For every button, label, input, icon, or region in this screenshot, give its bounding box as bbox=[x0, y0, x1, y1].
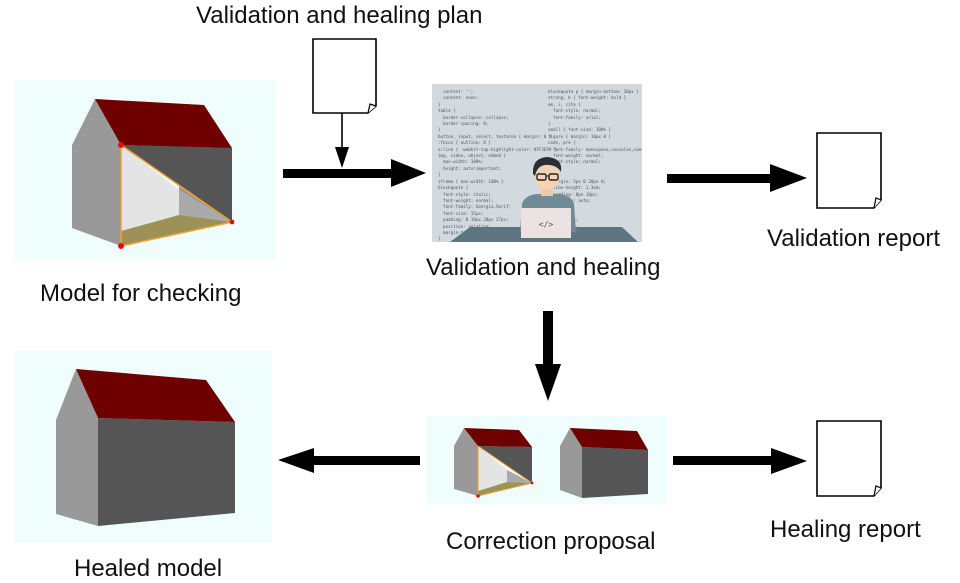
developer-illustration: </> bbox=[450, 157, 638, 242]
code-text-left: content: ''; content: none; } table { bo… bbox=[438, 89, 557, 242]
healed-model-label: Healed model bbox=[74, 555, 223, 582]
validation-healing-image: content: ''; content: none; } table { bo… bbox=[432, 84, 642, 242]
validation-report-icon bbox=[816, 132, 882, 209]
arrow-validation-to-correction bbox=[535, 311, 561, 401]
correction-proposal-label: Correction proposal bbox=[446, 528, 656, 555]
plan-title: Validation and healing plan bbox=[196, 2, 483, 29]
healed-house-model bbox=[56, 369, 235, 526]
error-vertex bbox=[229, 219, 235, 225]
arrow-model-to-validation bbox=[283, 159, 426, 187]
validation-report-label: Validation report bbox=[767, 225, 940, 252]
correction-proposal-panel bbox=[427, 416, 667, 504]
arrow-correction-to-healing-report bbox=[673, 448, 807, 474]
model-for-checking-label: Model for checking bbox=[40, 280, 242, 307]
arrow-correction-to-healed bbox=[278, 448, 420, 473]
arrow-validation-to-report bbox=[667, 164, 807, 192]
plan-arrow bbox=[335, 113, 349, 168]
healed-model-panel bbox=[14, 351, 272, 543]
broken-house-model bbox=[72, 99, 235, 249]
error-vertex bbox=[118, 142, 124, 148]
laptop-code-glyph: </> bbox=[539, 220, 554, 229]
correction-broken-house bbox=[454, 428, 648, 498]
model-for-checking-panel bbox=[14, 80, 276, 260]
healing-report-label: Healing report bbox=[770, 516, 921, 543]
error-vertex bbox=[118, 243, 124, 249]
validation-and-healing-label: Validation and healing bbox=[426, 254, 661, 281]
plan-document-icon bbox=[312, 38, 377, 114]
healing-report-icon bbox=[816, 420, 882, 497]
